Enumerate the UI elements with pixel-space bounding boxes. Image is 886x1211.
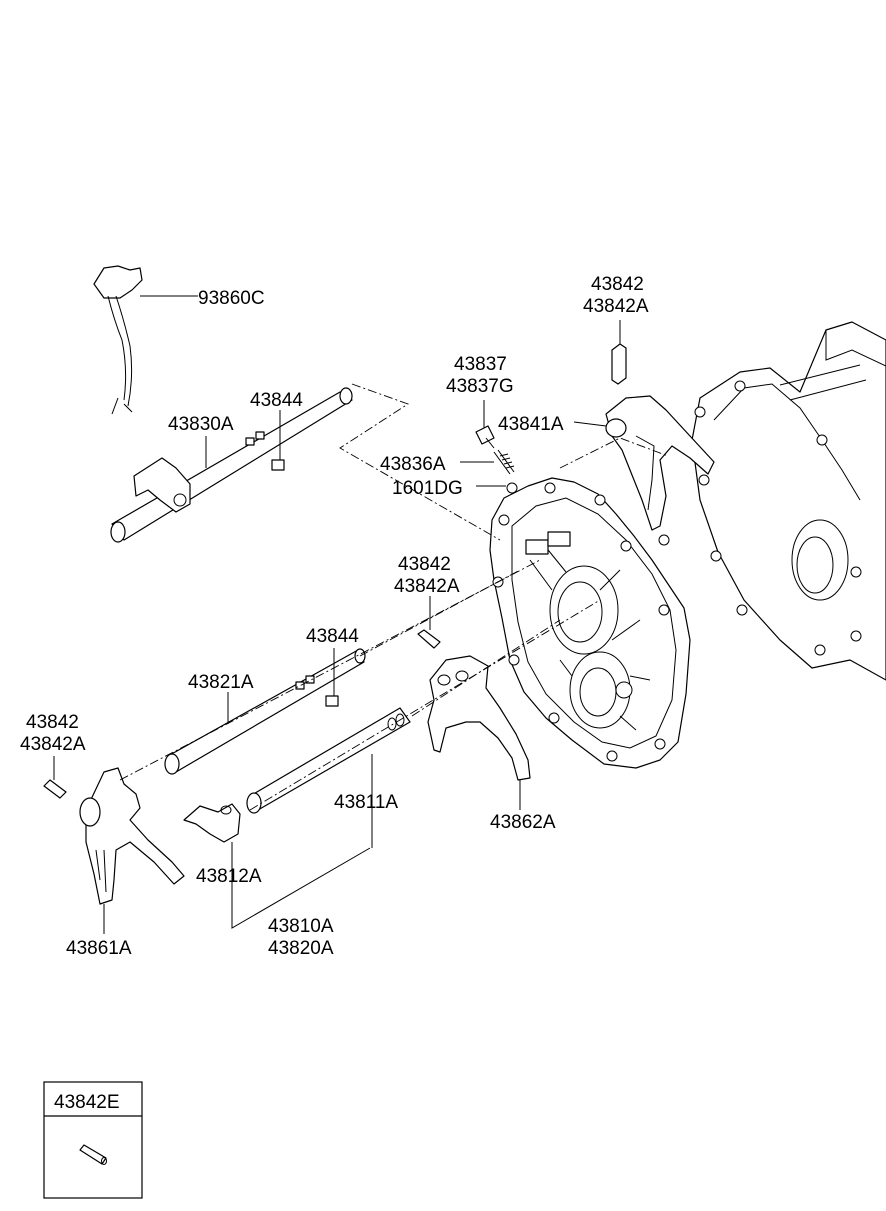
transmission-case [691,321,886,681]
detent-set [460,320,621,494]
label-43811A: 43811A [334,792,398,813]
bracket-leader [231,847,371,929]
speed-sensor-93860C [93,265,198,415]
label-43842-mid: 43842 [398,554,451,575]
shift-fork-43841A [605,343,715,531]
shift-fork-43862A [417,596,531,810]
label-43841A: 43841A [498,414,564,435]
label-43810A: 43810A [268,916,334,937]
label-43830A: 43830A [168,414,234,435]
center-plate [489,477,691,769]
label-1601DG: 1601DG [392,478,463,499]
label-43842A-mid: 43842A [394,576,460,597]
shift-rail-43821A [164,648,366,775]
label-43844-mid: 43844 [306,626,359,647]
label-43820A: 43820A [268,938,334,959]
inset-box: 43842E [43,1081,143,1199]
pin-icon [79,1144,107,1165]
label-43837: 43837 [454,354,507,375]
shift-rail-43830A [110,387,353,543]
label-43842-top-right: 43842 [591,274,644,295]
shift-lug-43812A [183,803,241,866]
label-43862A: 43862A [490,812,556,833]
label-43842A-top-right: 43842A [583,296,649,317]
label-43861A: 43861A [66,938,132,959]
shift-fork-43861A [43,756,185,934]
alignment-lines [119,383,669,811]
label-43812A: 43812A [196,866,262,887]
inset-title: 43842E [54,1092,120,1113]
label-43837G: 43837G [446,376,514,397]
label-43844-top: 43844 [250,390,303,411]
label-43836A: 43836A [380,454,446,475]
label-43821A: 43821A [188,672,254,693]
label-43842-left: 43842 [26,712,79,733]
shift-rail-43811A [246,707,411,848]
label-93860C: 93860C [198,288,265,309]
label-43842A-left: 43842A [20,734,86,755]
